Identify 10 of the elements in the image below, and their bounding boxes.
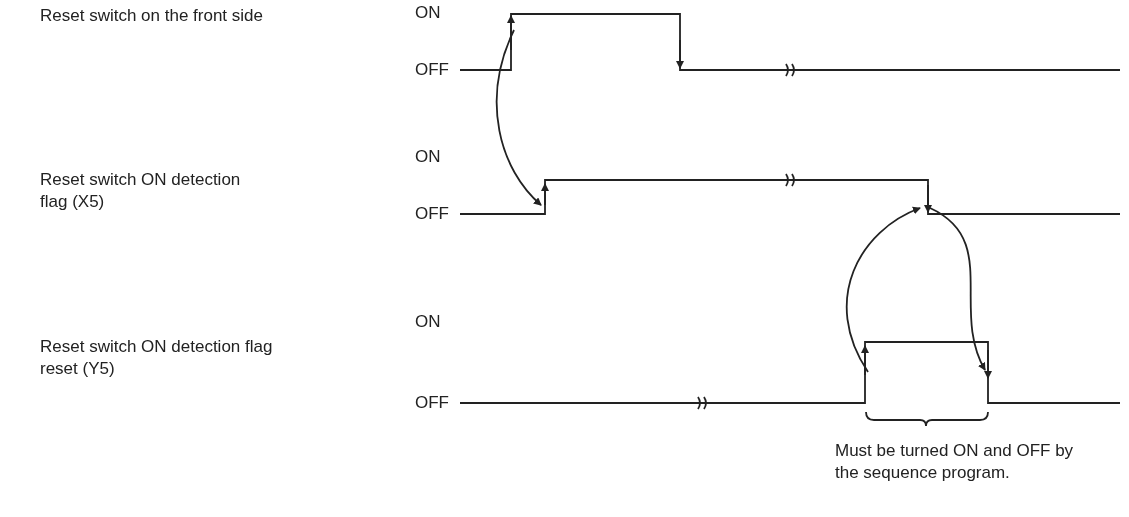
signal-name: Reset switch ON detection flag (X5)	[40, 169, 242, 213]
level-label: OFF	[415, 203, 449, 225]
level-label: ON	[415, 311, 441, 333]
signal-name: Reset switch ON detection flag reset (Y5)	[40, 336, 274, 380]
signal-name: Reset switch on the front side	[40, 5, 263, 27]
level-label: ON	[415, 2, 441, 24]
level-label: OFF	[415, 59, 449, 81]
note-text: Must be turned ON and OFF by the sequence program.	[835, 440, 1075, 484]
level-label: ON	[415, 146, 441, 168]
level-label: OFF	[415, 392, 449, 414]
